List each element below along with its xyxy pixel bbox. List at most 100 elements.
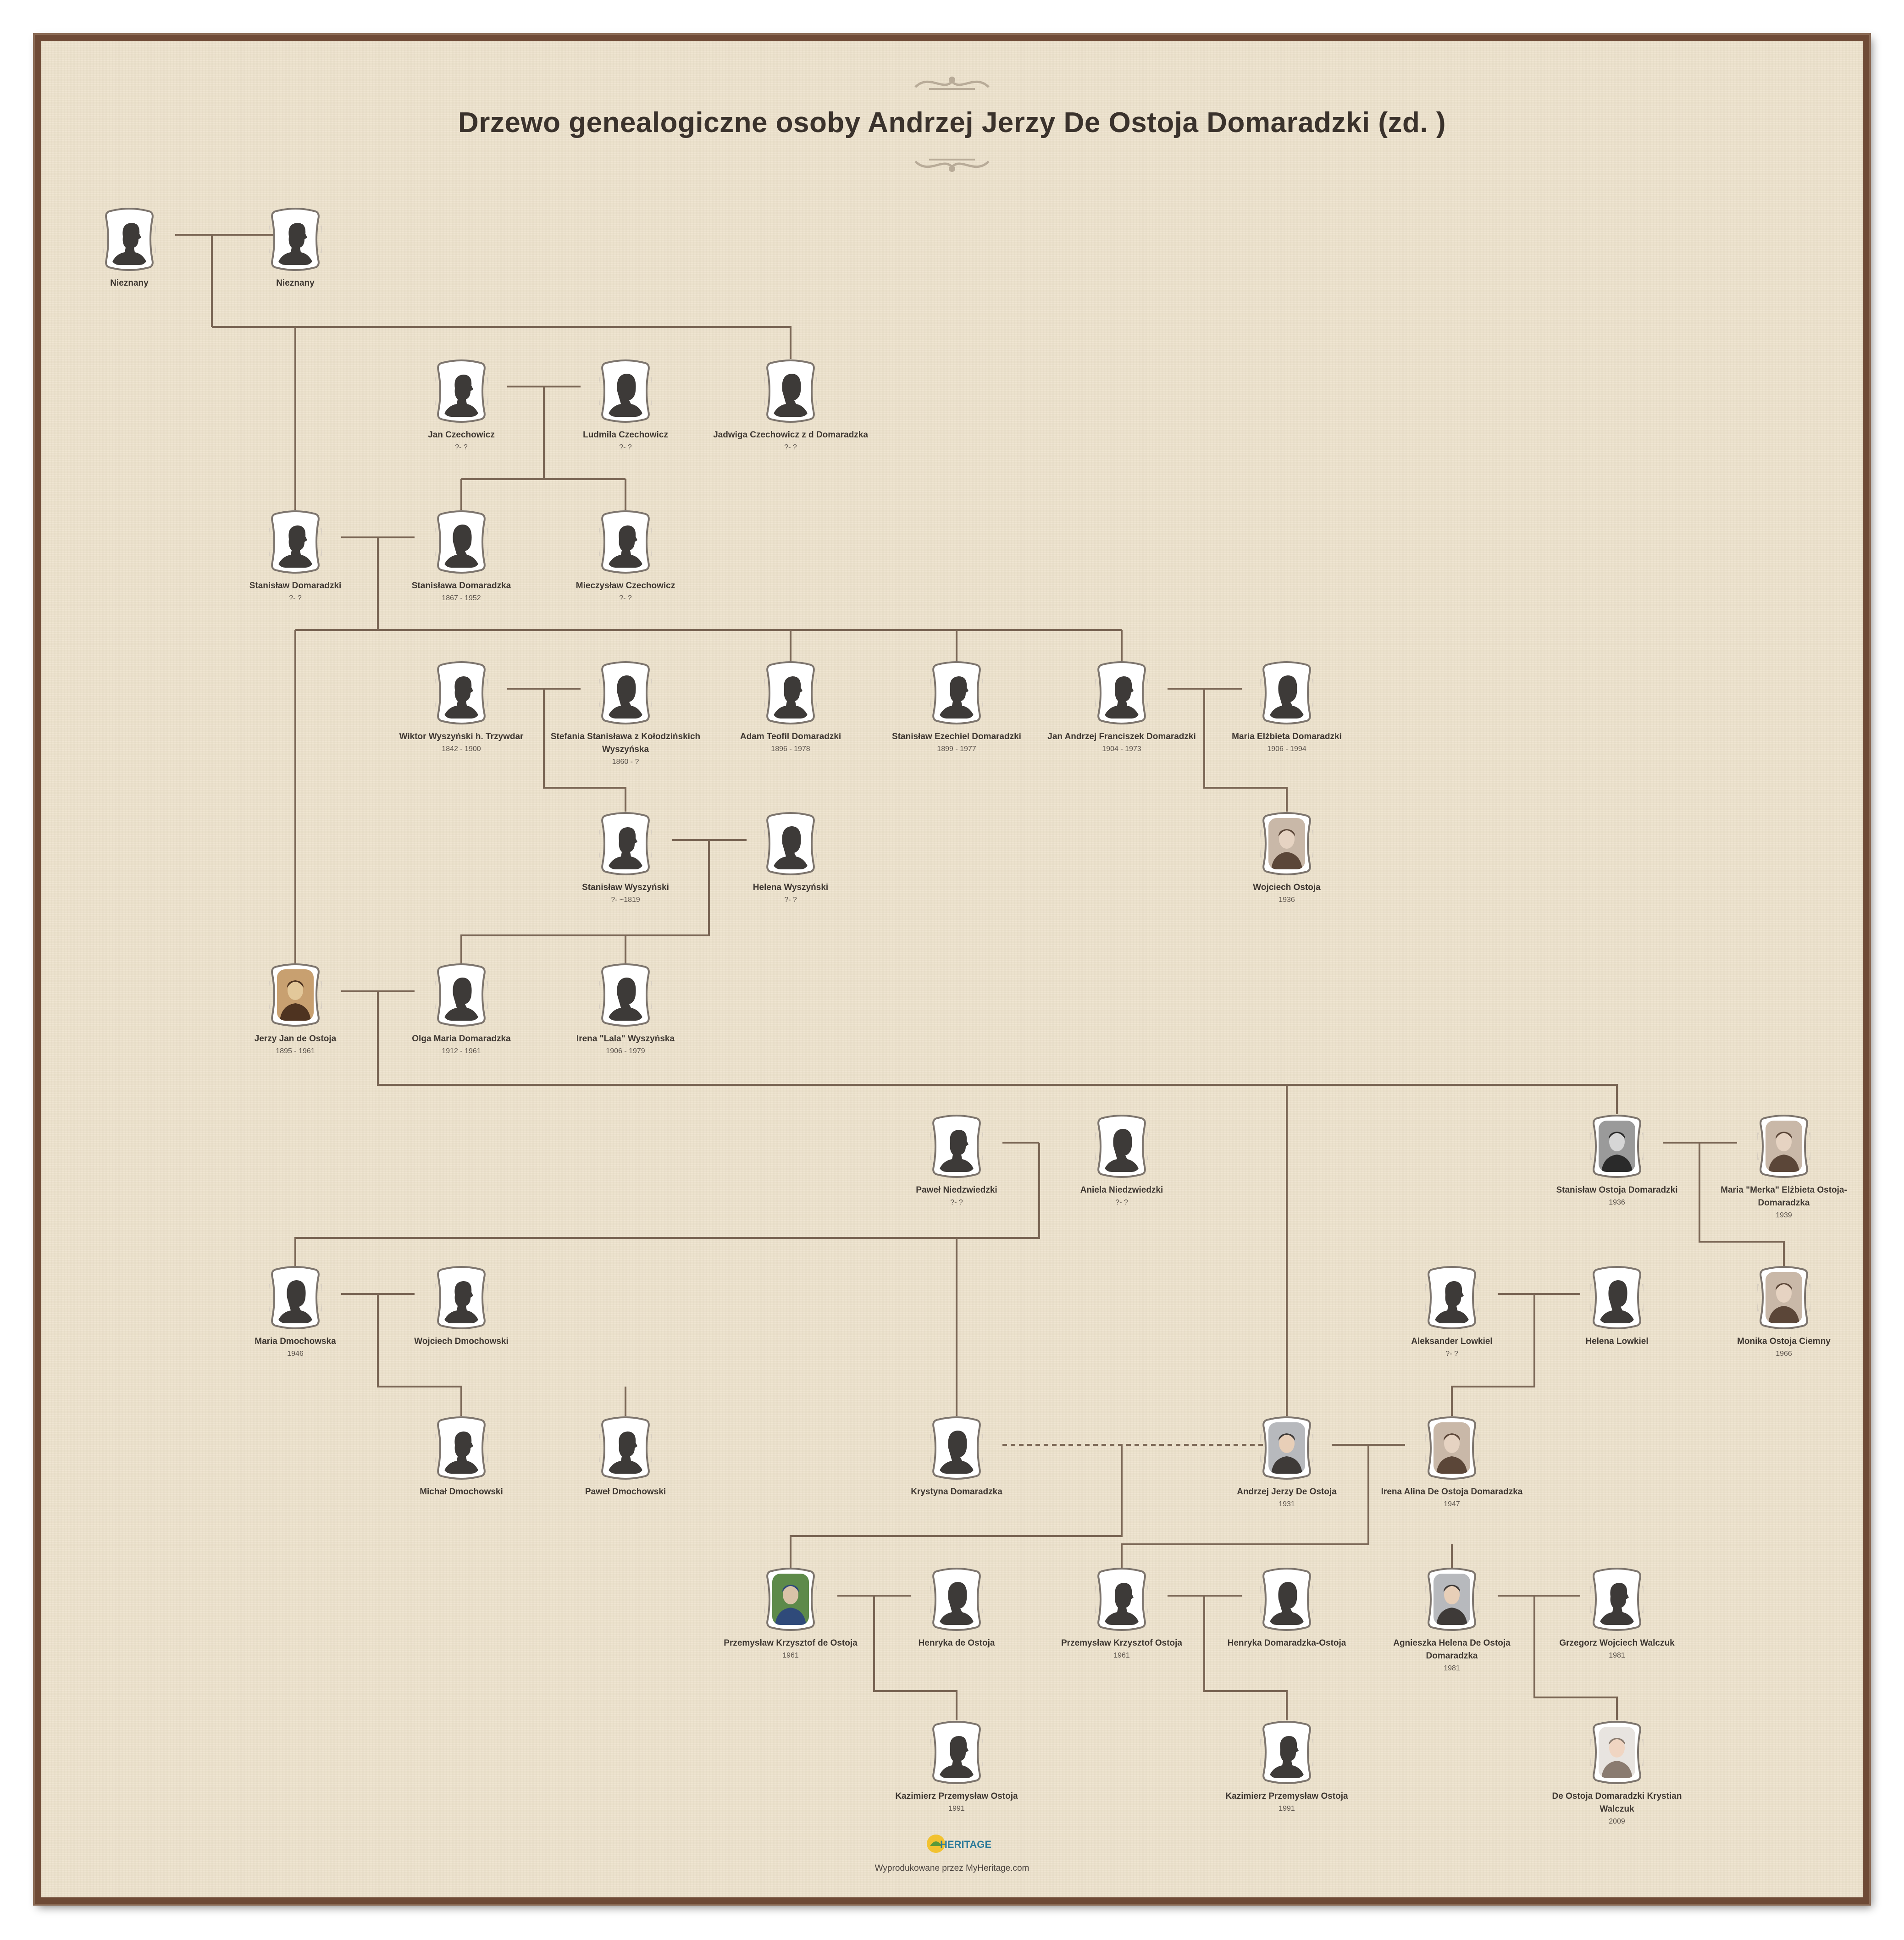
silhouette-icon[interactable]	[599, 510, 652, 574]
person-name: Kazimierz Przemysław Ostoja	[1225, 1791, 1348, 1801]
person-name: Wojciech Ostoja	[1253, 883, 1321, 892]
silhouette-icon[interactable]	[1260, 1720, 1313, 1785]
silhouette-icon[interactable]	[1590, 1567, 1644, 1631]
silhouette-icon[interactable]	[103, 207, 156, 271]
myheritage-logo-icon	[927, 1835, 945, 1853]
silhouette-icon[interactable]	[269, 510, 322, 574]
person-dates: ?- ~1819	[611, 896, 640, 904]
person-dates: ?- ?	[1115, 1199, 1128, 1206]
person-dates: 1860 - ?	[612, 758, 639, 766]
silhouette-icon[interactable]	[599, 812, 652, 876]
silhouette-icon[interactable]	[435, 1416, 488, 1480]
person-photo[interactable]	[1757, 1114, 1810, 1178]
silhouette-icon[interactable]	[930, 1720, 983, 1785]
silhouette-icon[interactable]	[269, 1266, 322, 1330]
person-name: Stanisław Domaradzki	[249, 581, 342, 591]
person-photo[interactable]	[269, 963, 322, 1027]
tree-poster-frame	[35, 35, 1869, 1904]
person-photo[interactable]	[1260, 812, 1313, 876]
silhouette-icon[interactable]	[930, 1567, 983, 1631]
person-photo[interactable]	[1425, 1567, 1478, 1631]
silhouette-icon[interactable]	[435, 510, 488, 574]
person-name: Stanisław Ezechiel Domaradzki	[892, 732, 1021, 741]
silhouette-icon[interactable]	[764, 661, 817, 725]
silhouette-icon[interactable]	[1095, 1567, 1148, 1631]
person-dates: 1936	[1609, 1199, 1625, 1206]
person-name: Ludmila Czechowicz	[583, 430, 668, 440]
title-ornament-bottom	[914, 159, 990, 172]
silhouette-icon[interactable]	[435, 359, 488, 423]
person-photo[interactable]	[1590, 1720, 1644, 1785]
person-photo[interactable]	[1590, 1114, 1644, 1178]
person-name: Helena Lowkiel	[1585, 1337, 1649, 1346]
person-name: Jan Czechowicz	[428, 430, 495, 440]
person-dates: 1939	[1776, 1211, 1792, 1219]
silhouette-icon[interactable]	[269, 207, 322, 271]
person-dates: 2009	[1609, 1818, 1625, 1825]
silhouette-icon[interactable]	[435, 963, 488, 1027]
person-name: Jerzy Jan de Ostoja	[254, 1034, 337, 1044]
silhouette-icon[interactable]	[1095, 1114, 1148, 1178]
silhouette-icon[interactable]	[930, 1416, 983, 1480]
person-dates: ?- ?	[784, 896, 797, 904]
silhouette-icon[interactable]	[1260, 661, 1313, 725]
silhouette-icon[interactable]	[599, 359, 652, 423]
person-name: Paweł Niedzwiedzki	[916, 1185, 997, 1195]
silhouette-icon[interactable]	[1590, 1266, 1644, 1330]
person-name: Aleksander Lowkiel	[1411, 1337, 1493, 1346]
person-name: Wojciech Dmochowski	[414, 1337, 509, 1346]
silhouette-icon[interactable]	[930, 661, 983, 725]
person-name: Kazimierz Przemysław Ostoja	[895, 1791, 1018, 1801]
person-name: Przemysław Krzysztof de Ostoja	[724, 1638, 858, 1648]
person-name: Stanisław Ostoja Domaradzki	[1556, 1185, 1678, 1195]
person-name: Maria Dmochowska	[255, 1337, 336, 1346]
silhouette-icon[interactable]	[599, 963, 652, 1027]
person-dates: 1899 - 1977	[937, 745, 976, 753]
person-photo[interactable]	[764, 1567, 817, 1631]
person-name: Paweł Dmochowski	[585, 1487, 666, 1497]
silhouette-icon[interactable]	[599, 661, 652, 725]
person-dates: 1906 - 1979	[606, 1047, 645, 1055]
person-dates: 1936	[1279, 896, 1295, 904]
person-name: Aniela Niedzwiedzki	[1080, 1185, 1163, 1195]
person-dates: ?- ?	[784, 443, 797, 451]
footer-credit[interactable]: Wyprodukowane przez MyHeritage.com	[875, 1863, 1029, 1873]
silhouette-icon[interactable]	[599, 1416, 652, 1480]
person-dates: 1991	[948, 1805, 965, 1813]
silhouette-icon[interactable]	[1260, 1567, 1313, 1631]
silhouette-icon[interactable]	[1425, 1266, 1478, 1330]
person-name: Maria "Merka" Elżbieta Ostoja-Domaradzka	[1721, 1185, 1847, 1208]
silhouette-icon[interactable]	[930, 1114, 983, 1178]
person-photo[interactable]	[1425, 1416, 1478, 1480]
person-photo[interactable]	[1757, 1266, 1810, 1330]
tree-title: Drzewo genealogiczne osoby Andrzej Jerzy…	[458, 107, 1446, 138]
person-dates: ?- ?	[619, 443, 632, 451]
person-name: Monika Ostoja Ciemny	[1737, 1337, 1831, 1346]
person-name: Olga Maria Domaradzka	[412, 1034, 511, 1044]
logo-text: HERITAGE	[940, 1839, 992, 1850]
person-photo[interactable]	[1260, 1416, 1313, 1480]
person-name: Agnieszka Helena De Ostoja Domaradzka	[1393, 1638, 1511, 1661]
person-dates: 1931	[1279, 1500, 1295, 1508]
person-name: Henryka Domaradzka-Ostoja	[1227, 1638, 1346, 1648]
silhouette-icon[interactable]	[435, 661, 488, 725]
person-dates: ?- ?	[619, 594, 632, 602]
person-dates: 1981	[1444, 1664, 1460, 1672]
person-name: Henryka de Ostoja	[918, 1638, 995, 1648]
person-dates: 1895 - 1961	[276, 1047, 315, 1055]
person-name: Stanisława Domaradzka	[411, 581, 511, 591]
person-name: Irena Alina De Ostoja Domaradzka	[1381, 1487, 1523, 1497]
person-dates: 1867 - 1952	[442, 594, 481, 602]
person-dates: ?- ?	[289, 594, 302, 602]
silhouette-icon[interactable]	[764, 812, 817, 876]
person-dates: 1842 - 1900	[442, 745, 481, 753]
person-name: Stefania Stanisława z Kołodzińskich Wysz…	[550, 732, 701, 754]
person-dates: 1966	[1776, 1350, 1792, 1358]
silhouette-icon[interactable]	[435, 1266, 488, 1330]
person-dates: 1912 - 1961	[442, 1047, 481, 1055]
person-dates: 1904 - 1973	[1102, 745, 1141, 753]
silhouette-icon[interactable]	[1095, 661, 1148, 725]
silhouette-icon[interactable]	[764, 359, 817, 423]
person-dates: 1896 - 1978	[771, 745, 810, 753]
